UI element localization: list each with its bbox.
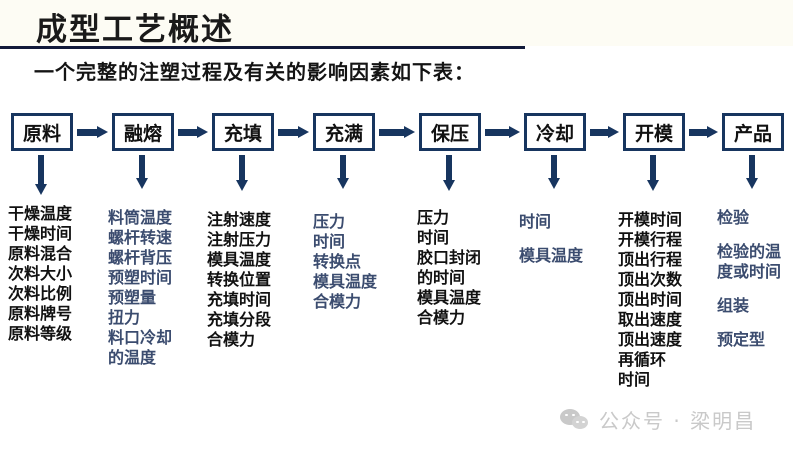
flow-arrow-down-6 [548,155,560,189]
factor-item: 取出速度 [618,310,683,329]
process-step-label: 产品 [733,122,772,145]
factor-item: 开模行程 [618,230,683,249]
factor-item: 预塑时间 [108,268,173,287]
factor-item: 的时间 [417,268,466,287]
factor-column-4: 压力时间转换点模具温度合模力 [313,212,377,312]
process-step-label: 保压 [430,122,469,145]
factor-item: 合模力 [207,330,256,349]
title-divider [0,46,525,49]
flow-arrow-down-4 [337,155,349,189]
factor-item: 转换位置 [207,270,272,289]
page-subtitle: 一个完整的注塑过程及有关的影响因素如下表： [34,60,475,84]
factor-item: 模具温度 [207,250,272,269]
process-step-box-4[interactable]: 充满 [313,113,375,151]
factor-item: 原料牌号 [8,304,73,323]
factor-item: 顶出次数 [618,270,683,289]
factor-item: 检验 [717,208,750,227]
flow-arrow-right-1 [77,126,108,138]
factor-column-6: 时间模具温度 [519,212,583,266]
flow-arrow-down-2 [136,155,148,189]
factor-item: 度或时间 [717,262,782,281]
process-step-box-3[interactable]: 充填 [212,113,274,151]
factor-item: 合模力 [417,308,466,327]
factor-column-2: 料筒温度螺杆转速螺杆背压预塑时间预塑量扭力料口冷却的温度 [108,208,172,368]
flow-arrow-right-2 [178,126,208,138]
flow-arrow-down-1 [35,155,47,195]
factor-spacer [717,228,781,242]
process-step-label: 充满 [324,122,363,145]
factor-item: 压力 [417,208,450,227]
process-step-box-5[interactable]: 保压 [419,113,481,151]
factor-item: 开模时间 [618,210,683,229]
factor-item: 顶出行程 [618,250,683,269]
factor-column-5: 压力时间胶口封闭的时间模具温度合模力 [417,208,481,328]
factor-item: 预定型 [717,330,766,349]
factor-item: 时间 [417,228,450,247]
process-step-box-7[interactable]: 开模 [623,113,685,151]
flow-arrow-right-3 [278,126,309,138]
factor-item: 螺杆转速 [108,228,173,247]
factor-item: 再循环 [618,350,667,369]
process-step-label: 充填 [223,122,262,145]
factor-item: 原料等级 [8,324,73,343]
factor-item: 充填分段 [207,310,272,329]
factor-item: 时间 [519,212,552,231]
watermark-text: 公众号 · 梁明昌 [599,409,757,433]
factor-column-3: 注射速度注射压力模具温度转换位置充填时间充填分段合模力 [207,210,271,350]
factor-item: 原料混合 [8,244,73,263]
factor-item: 扭力 [108,308,141,327]
factor-item: 顶出时间 [618,290,683,309]
factor-item: 预塑量 [108,288,157,307]
factor-item: 次料大小 [8,264,73,283]
wechat-icon [560,408,590,431]
process-step-box-2[interactable]: 融熔 [112,113,174,151]
flow-arrow-right-5 [485,126,520,138]
process-step-box-1[interactable]: 原料 [11,113,73,151]
factor-item: 干燥温度 [8,204,73,223]
factor-item: 注射压力 [207,230,272,249]
factor-item: 合模力 [313,292,362,311]
header-band [0,0,793,46]
factor-item: 充填时间 [207,290,272,309]
factor-item: 转换点 [313,252,362,271]
flow-arrow-down-3 [236,155,248,191]
factor-spacer [717,282,781,296]
process-step-label: 融熔 [123,122,162,145]
factor-spacer [717,316,781,330]
process-step-box-6[interactable]: 冷却 [524,113,586,151]
factor-column-1: 干燥温度干燥时间原料混合次料大小次料比例原料牌号原料等级 [8,204,72,344]
factor-item: 模具温度 [313,272,378,291]
factor-item: 模具温度 [519,246,584,265]
flow-arrow-down-7 [647,155,659,191]
factor-item: 模具温度 [417,288,482,307]
factor-column-8: 检验检验的温度或时间组装预定型 [717,208,781,350]
factor-item: 顶出速度 [618,330,683,349]
factor-item: 组装 [717,296,750,315]
factor-item: 次料比例 [8,284,73,303]
watermark: 公众号 · 梁明昌 [560,405,756,434]
flow-arrow-right-6 [590,126,619,138]
flow-arrow-right-4 [379,126,415,138]
factor-item: 注射速度 [207,210,272,229]
factor-item: 干燥时间 [8,224,73,243]
factor-column-7: 开模时间开模行程顶出行程顶出次数顶出时间取出速度顶出速度再循环时间 [618,210,682,390]
process-step-label: 冷却 [535,122,574,145]
factor-item: 压力 [313,212,346,231]
flow-arrow-right-7 [689,126,718,138]
process-step-box-8[interactable]: 产品 [722,113,784,151]
flow-arrow-down-8 [746,155,758,189]
process-step-label: 开模 [634,122,673,145]
factor-item: 时间 [313,232,346,251]
process-step-label: 原料 [22,122,61,145]
factor-item: 料筒温度 [108,208,173,227]
factor-item: 胶口封闭 [417,248,482,267]
flow-arrow-down-5 [443,155,455,191]
page-title: 成型工艺概述 [36,12,234,48]
factor-item: 螺杆背压 [108,248,173,267]
factor-item: 时间 [618,370,651,389]
factor-item: 的温度 [108,348,157,367]
factor-item: 料口冷却 [108,328,173,347]
factor-item: 检验的温 [717,242,782,261]
factor-spacer [519,232,583,246]
